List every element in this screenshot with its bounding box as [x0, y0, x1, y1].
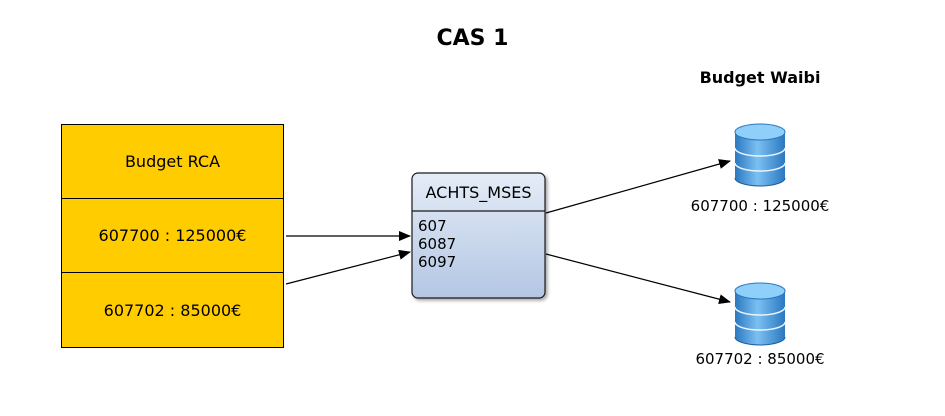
- database-label: 607702 : 85000€: [695, 350, 825, 368]
- achts-node-items: 607 6087 6097: [418, 217, 456, 271]
- database-icon: [734, 123, 786, 187]
- budget-rca-row: 607700 : 125000€: [61, 198, 284, 273]
- achts-node-title: ACHTS_MSES: [425, 182, 532, 202]
- database-label: 607700 : 125000€: [690, 197, 830, 215]
- achts-node-item: 607: [418, 217, 447, 235]
- diagram-title: CAS 1: [436, 26, 509, 51]
- achts-mses-node: ACHTS_MSES 607 6087 6097: [412, 173, 545, 298]
- budget-waibi-title: Budget Waibi: [699, 68, 821, 87]
- arrow-rca-row2-to-achts: [285, 249, 411, 285]
- achts-node-item: 6087: [418, 235, 457, 253]
- arrow-achts-to-db1: [545, 159, 731, 214]
- budget-rca-table: Budget RCA 607700 : 125000€ 607702 : 850…: [61, 124, 286, 348]
- achts-node-box: [411, 172, 546, 299]
- database-icon: [734, 282, 786, 346]
- achts-node-item: 6097: [418, 253, 457, 271]
- budget-rca-header: Budget RCA: [61, 124, 284, 199]
- arrow-achts-to-db2: [545, 253, 731, 305]
- budget-rca-row: 607702 : 85000€: [61, 272, 284, 348]
